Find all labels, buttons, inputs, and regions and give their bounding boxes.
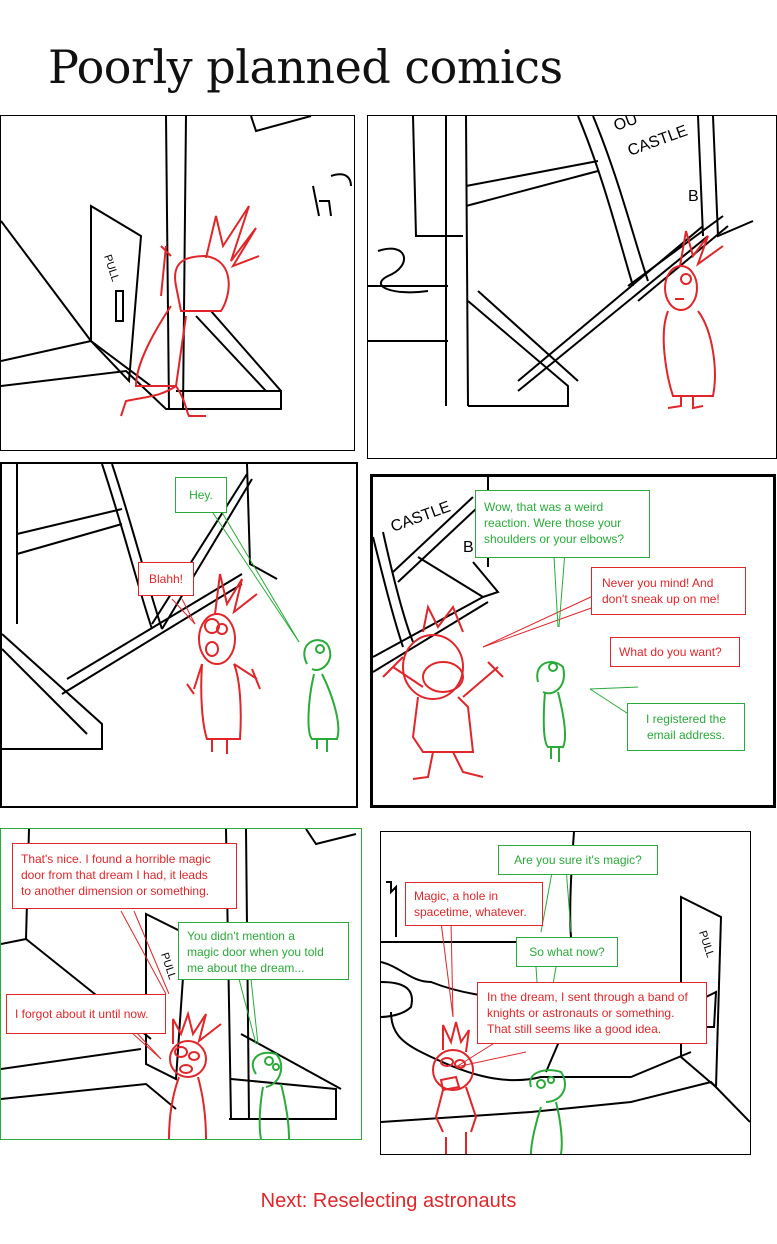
speech-bubble: Never you mind! And don't sneak up on me… <box>591 567 746 615</box>
speech-bubble: Are you sure it's magic? <box>498 845 658 875</box>
speech-bubble: Blahh! <box>138 562 194 596</box>
panel-6-artwork: PULL <box>381 832 750 1154</box>
panel-3: Hey. Blahh! <box>0 462 358 808</box>
panel-6: PULL Are you sure it's magic? Magic, a h… <box>380 831 751 1155</box>
panel-2: CASTLE OU B <box>367 115 777 459</box>
svg-text:CASTLE: CASTLE <box>389 498 453 535</box>
speech-bubble: What do you want? <box>610 637 740 667</box>
speech-bubble: Hey. <box>175 477 227 513</box>
panel-2-artwork: CASTLE OU B <box>368 116 754 410</box>
speech-bubble: That's nice. I found a horrible magic do… <box>12 843 237 909</box>
speech-bubble: Magic, a hole in spacetime, whatever. <box>405 882 543 926</box>
speech-bubble: In the dream, I sent through a band of k… <box>477 982 707 1044</box>
speech-bubble: You didn't mention a magic door when you… <box>178 922 349 980</box>
door-sign: PULL <box>696 929 716 959</box>
comic-title: Poorly planned comics <box>48 40 563 94</box>
panel-5: PULL That's nice. I found a horrible mag… <box>0 828 362 1140</box>
speech-bubble: I forgot about it until now. <box>6 994 166 1034</box>
speech-bubble: Wow, that was a weird reaction. Were tho… <box>475 490 650 558</box>
next-episode-link[interactable]: Next: Reselecting astronauts <box>260 1190 517 1212</box>
panel-4-artwork: CASTLE B <box>373 477 639 780</box>
speech-bubble: I registered the email address. <box>627 703 745 751</box>
panel-4: CASTLE B Wow, that was a weird reaction.… <box>370 474 776 808</box>
speech-bubble: So what now? <box>516 937 618 967</box>
door-sign: PULL <box>101 253 121 283</box>
svg-text:OU: OU <box>612 116 640 135</box>
svg-text:B: B <box>463 539 474 556</box>
panel-3-artwork <box>2 464 340 754</box>
panel-1-artwork: PULL <box>1 116 352 417</box>
svg-text:B: B <box>688 188 699 205</box>
panel-1: PULL <box>0 115 355 451</box>
